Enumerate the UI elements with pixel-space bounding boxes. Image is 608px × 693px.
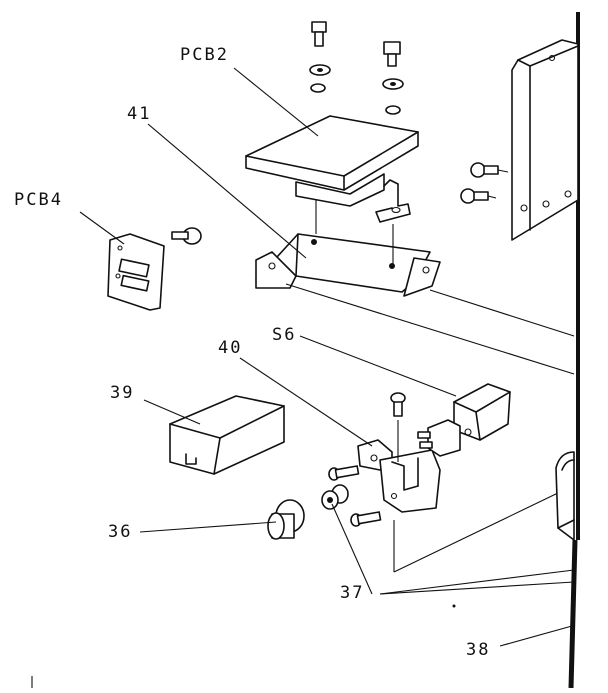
knob-36 <box>267 499 305 540</box>
bracket-top-screw <box>390 392 406 417</box>
pcb2-board <box>245 115 419 234</box>
label-37: 37 <box>340 583 365 603</box>
bracket-screws <box>460 162 509 204</box>
stray-marks <box>31 604 456 688</box>
leader-lines <box>79 67 575 647</box>
label-36: 36 <box>108 522 133 542</box>
label-pcb2: PCB2 <box>180 45 229 65</box>
label-38: 38 <box>466 640 491 660</box>
switch-s6 <box>417 383 511 457</box>
label-40: 40 <box>218 338 243 358</box>
pcb2-tab <box>375 179 411 223</box>
side-bracket-panel <box>511 39 579 241</box>
pcb4-screw <box>171 227 202 245</box>
pcb4-board <box>107 233 165 311</box>
label-41: 41 <box>127 104 152 124</box>
bracket-side-screws <box>328 465 382 527</box>
bushing <box>321 484 349 510</box>
block-39 <box>169 395 285 475</box>
mounting-plate-41 <box>255 224 441 297</box>
side-clip <box>555 451 575 541</box>
label-s6: S6 <box>272 325 297 345</box>
pcb2-screws <box>309 21 404 115</box>
assembly-lines <box>285 283 575 573</box>
label-pcb4: PCB4 <box>14 190 63 210</box>
label-39: 39 <box>110 383 135 403</box>
switch-bracket-40 <box>357 420 441 513</box>
